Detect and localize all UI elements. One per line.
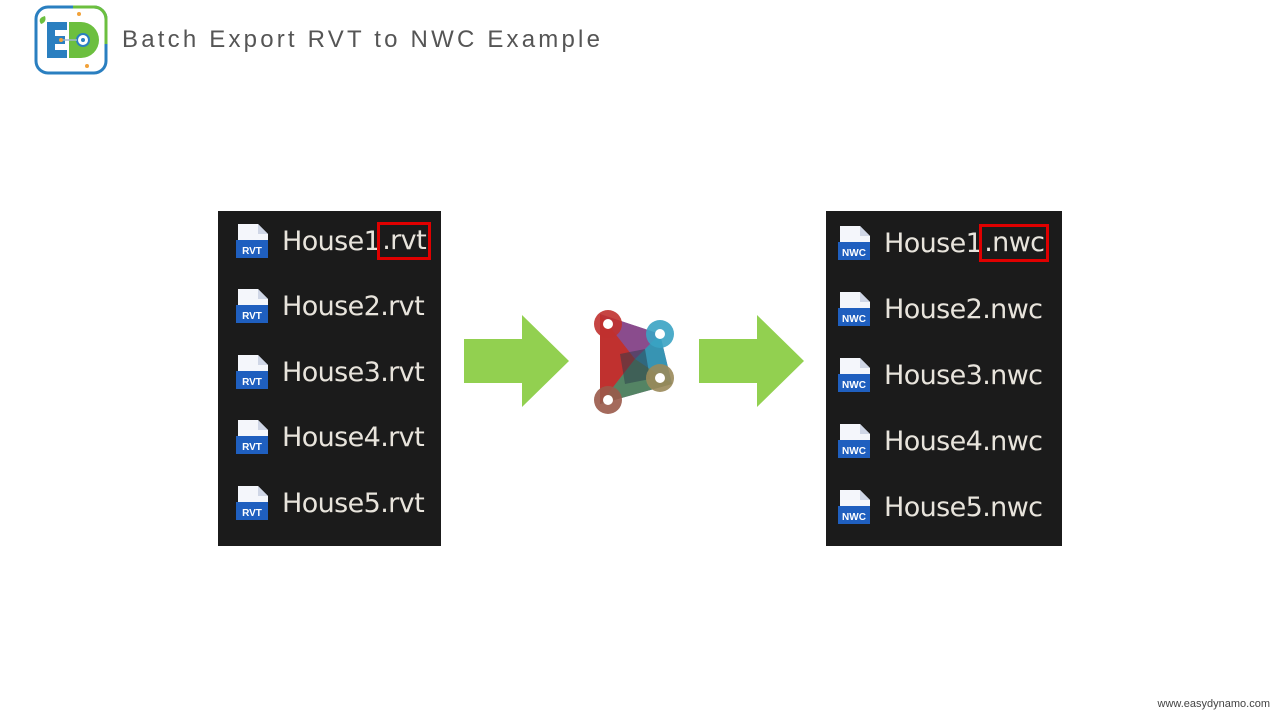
rvt-file-icon: RVT — [234, 353, 272, 391]
rvt-file-icon: RVT — [234, 484, 272, 522]
file-extension: .nwc — [982, 491, 1043, 523]
svg-text:RVT: RVT — [242, 311, 262, 322]
file-extension: .rvt — [380, 421, 425, 453]
file-base-name: House4 — [282, 421, 381, 453]
svg-text:NWC: NWC — [842, 446, 866, 457]
file-base-name: House1 — [884, 227, 983, 259]
file-name: House1.rvt — [282, 222, 432, 260]
nwc-file-icon: NWC — [836, 488, 874, 526]
file-extension: .nwc — [982, 293, 1043, 325]
svg-text:NWC: NWC — [842, 380, 866, 391]
file-list-item[interactable]: RVT House5.rvt — [234, 483, 425, 523]
file-name: House5.nwc — [884, 491, 1043, 523]
nwc-file-icon: NWC — [836, 224, 874, 262]
file-extension: .nwc — [982, 425, 1043, 457]
file-name: House3.rvt — [282, 356, 425, 388]
dynamo-logo-icon — [590, 304, 682, 416]
highlighted-extension: .rvt — [377, 222, 432, 260]
nwc-file-icon: NWC — [836, 356, 874, 394]
file-name: House2.rvt — [282, 290, 425, 322]
page-title: Batch Export RVT to NWC Example — [122, 26, 604, 53]
nwc-file-icon: NWC — [836, 290, 874, 328]
file-base-name: House3 — [282, 356, 381, 388]
file-base-name: House2 — [884, 293, 983, 325]
rvt-file-icon: RVT — [234, 418, 272, 456]
file-name: House1.nwc — [884, 224, 1050, 262]
svg-text:RVT: RVT — [242, 508, 262, 519]
file-extension: .rvt — [380, 290, 425, 322]
file-name: House4.nwc — [884, 425, 1043, 457]
file-name: House2.nwc — [884, 293, 1043, 325]
file-name: House5.rvt — [282, 487, 425, 519]
file-base-name: House1 — [282, 225, 381, 257]
svg-text:RVT: RVT — [242, 246, 262, 257]
file-list-item[interactable]: NWC House5.nwc — [836, 487, 1043, 527]
file-list-item[interactable]: RVT House4.rvt — [234, 417, 425, 457]
svg-text:RVT: RVT — [242, 377, 262, 388]
nwc-file-icon: NWC — [836, 422, 874, 460]
file-list-item[interactable]: RVT House3.rvt — [234, 352, 425, 392]
file-list-item[interactable]: NWC House4.nwc — [836, 421, 1043, 461]
file-extension: .rvt — [380, 356, 425, 388]
file-name: House4.rvt — [282, 421, 425, 453]
right-arrow-icon — [464, 315, 569, 407]
file-list-item[interactable]: RVT House2.rvt — [234, 286, 425, 326]
rvt-file-icon: RVT — [234, 287, 272, 325]
svg-text:NWC: NWC — [842, 512, 866, 523]
svg-text:RVT: RVT — [242, 442, 262, 453]
file-base-name: House4 — [884, 425, 983, 457]
file-name: House3.nwc — [884, 359, 1043, 391]
right-arrow-icon — [699, 315, 804, 407]
svg-text:NWC: NWC — [842, 314, 866, 325]
file-base-name: House5 — [282, 487, 381, 519]
file-base-name: House5 — [884, 491, 983, 523]
rvt-file-icon: RVT — [234, 222, 272, 260]
file-base-name: House2 — [282, 290, 381, 322]
svg-text:NWC: NWC — [842, 248, 866, 259]
file-list-item[interactable]: NWC House1.nwc — [836, 223, 1050, 263]
easydynamo-logo-icon — [33, 4, 109, 76]
file-base-name: House3 — [884, 359, 983, 391]
file-extension: .rvt — [380, 487, 425, 519]
file-list-item[interactable]: NWC House2.nwc — [836, 289, 1043, 329]
website-url: www.easydynamo.com — [1157, 698, 1271, 710]
file-list-item[interactable]: RVT House1.rvt — [234, 221, 432, 261]
file-extension: .nwc — [982, 359, 1043, 391]
highlighted-extension: .nwc — [979, 224, 1050, 262]
file-list-item[interactable]: NWC House3.nwc — [836, 355, 1043, 395]
